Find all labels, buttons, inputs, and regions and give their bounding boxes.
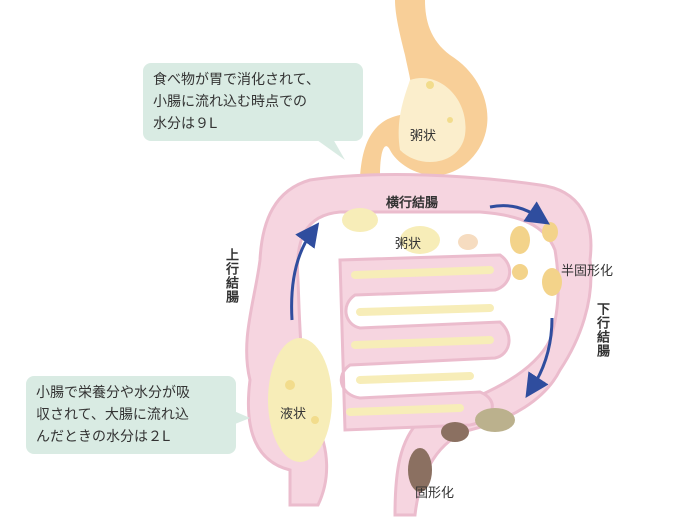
stomach: [360, 0, 488, 178]
callout-line: んだときの水分は２L: [36, 429, 170, 445]
callout-stomach-water: 食べ物が胃で消化されて、 小腸に流れ込む時点での 水分は９L: [143, 63, 363, 141]
callout-line: 小腸で栄養分や水分が吸: [36, 385, 190, 401]
label-solid: 固形化: [415, 486, 455, 501]
label-stomach-state: 粥状: [410, 129, 437, 144]
label-descending-colon: 下行結腸: [594, 302, 609, 358]
label-transverse-state: 粥状: [395, 237, 422, 252]
large-intestine: [245, 173, 593, 517]
stool-olive: [475, 408, 515, 432]
arrow-ascending: [290, 222, 320, 321]
label-liquid: 液状: [280, 407, 307, 422]
label-transverse-colon: 横行結腸: [386, 196, 439, 211]
callout-line: 食べ物が胃で消化されて、: [153, 72, 320, 88]
callout-line: 小腸に流れ込む時点での: [153, 94, 307, 110]
stool-dark: [441, 422, 469, 442]
stool-dark: [408, 448, 432, 492]
label-semi-solid: 半固形化: [561, 264, 614, 279]
arrow-descending: [525, 317, 554, 399]
callout-line: 水分は９L: [153, 116, 217, 132]
label-ascending-colon: 上行結腸: [223, 248, 238, 304]
arrow-transverse: [489, 201, 550, 225]
callout-line: 収されて、大腸に流れ込: [36, 407, 189, 423]
callout-small-intestine-water: 小腸で栄養分や水分が吸 収されて、大腸に流れ込 んだときの水分は２L: [26, 376, 236, 454]
